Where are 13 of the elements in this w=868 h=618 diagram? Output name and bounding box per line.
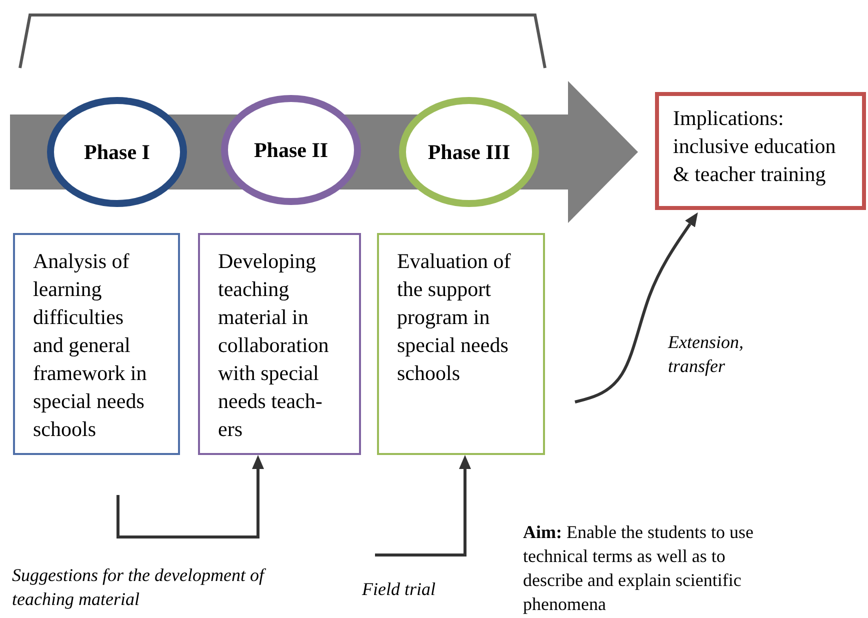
text-box: Evaluation of the support program in special needs schools	[377, 233, 545, 455]
phase-ellipse: Phase III	[399, 97, 539, 207]
arrow	[116, 455, 264, 538]
text-box: Developing teaching material in collaboration with special needs teach-ers	[198, 233, 361, 455]
text-box: Implications: inclusive education & teacher training	[655, 92, 866, 210]
arrow	[375, 455, 471, 556]
suggestion-note: Suggestions for the development of teaching material	[12, 564, 267, 611]
note: Field trial	[362, 578, 436, 601]
phase-ellipse: Phase II	[221, 95, 361, 205]
text-box: Analysis of learning difficulties and general framework in special needs schools	[13, 233, 180, 455]
arrow	[574, 212, 698, 404]
aim-note: Aim: Enable the students to use technical terms as well as to describe and explain scientific phenomena	[523, 521, 754, 616]
phase-ellipse: Phase I	[47, 97, 187, 207]
